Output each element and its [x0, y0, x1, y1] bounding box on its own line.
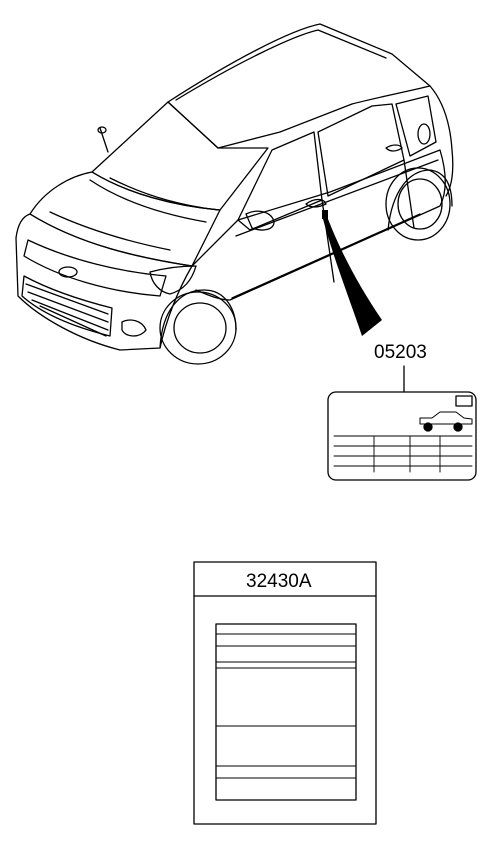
tire-label-table: [333, 435, 473, 473]
quarter-window: [395, 95, 437, 157]
headlamp: [149, 265, 197, 295]
rear-door-handle: [385, 144, 403, 152]
tire-pressure-label: [327, 391, 477, 481]
belt-line: [235, 159, 439, 237]
hood-crease-right: [89, 179, 207, 223]
kia-logo: [58, 266, 78, 278]
rear-wheel-icon: [453, 422, 463, 432]
part-number-05203: 05203: [374, 342, 427, 363]
front-fascia: [15, 213, 193, 351]
location-pointer: [323, 219, 382, 336]
tire-label-corner: [455, 395, 473, 407]
rear-rim: [397, 178, 443, 230]
front-wheel-icon: [423, 422, 433, 432]
hood-crease-left: [49, 211, 171, 251]
fuel-door: [417, 123, 431, 145]
car-roof: [167, 23, 431, 149]
rear-door-window: [317, 103, 405, 197]
grille-slats: [25, 283, 109, 337]
roof-rail-line: [175, 29, 387, 101]
emission-label-outline: [215, 623, 357, 801]
wiper-line: [109, 177, 219, 211]
rear-tailgate: [429, 85, 454, 197]
antenna: [99, 127, 109, 153]
front-wheel-arch: [159, 289, 237, 349]
front-door-handle: [305, 198, 327, 208]
emission-label-panel: 32430A: [193, 561, 377, 825]
grille-lower: [21, 275, 113, 337]
car-side-icon: [419, 411, 473, 425]
fog-lamp: [121, 319, 147, 337]
tire-label-outline: [327, 391, 477, 481]
label-location-marker: [322, 210, 328, 219]
emission-label-rows: [215, 633, 357, 779]
body-side: [191, 149, 446, 301]
emission-panel-outline: [193, 561, 377, 825]
car-illustration: [15, 23, 454, 365]
front-rim: [173, 302, 227, 354]
front-door-window: [237, 131, 323, 231]
rear-tire: [385, 167, 451, 241]
windshield: [91, 101, 269, 211]
front-tire: [159, 291, 237, 365]
grille-upper: [23, 239, 167, 297]
part-number-32430a: 32430A: [246, 571, 312, 592]
antenna-tip: [97, 126, 107, 134]
